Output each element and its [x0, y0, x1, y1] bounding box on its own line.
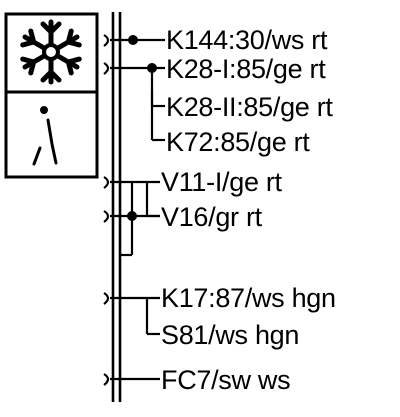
wire-label-k144: K144:30/ws rt — [166, 25, 328, 55]
wire-label-k72: K72:85/ge rt — [166, 127, 310, 157]
junction-dots — [127, 35, 157, 221]
junction-dot — [147, 63, 157, 73]
wire-label-s81: S81/ws hgn — [161, 320, 299, 350]
wire-label-v11: V11-I/ge rt — [161, 167, 283, 197]
wire-label-v16: V16/gr rt — [161, 202, 263, 232]
wire-label-k28-1: K28-I:85/ge rt — [166, 54, 326, 84]
snowflake-icon — [20, 19, 82, 85]
bus-lines — [111, 12, 122, 402]
icon-panel-frame — [4, 12, 99, 179]
connector-brackets — [103, 34, 110, 386]
wire-label-k17: K17:87/ws hgn — [161, 283, 336, 313]
switch-contact-icon — [32, 106, 58, 166]
wire-label-fc7: FC7/sw ws — [161, 365, 290, 395]
junction-dot — [128, 35, 138, 45]
wire-labels: K144:30/ws rt K28-I:85/ge rt K28-II:85/g… — [161, 25, 336, 395]
wire-label-k28-2: K28-II:85/ge rt — [166, 92, 333, 122]
wire-branches — [110, 38, 165, 381]
junction-dot — [127, 211, 137, 221]
icon-panel — [4, 12, 99, 179]
